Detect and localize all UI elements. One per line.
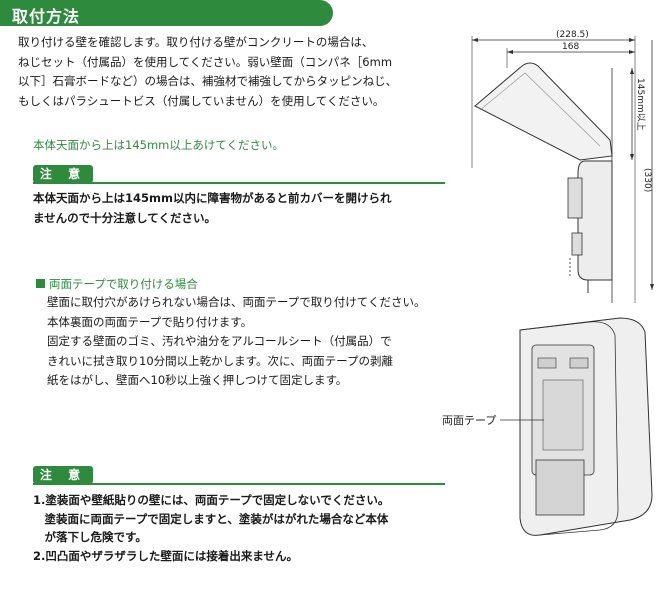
caution-rule	[33, 182, 445, 184]
dim-height-label: (330)	[642, 168, 652, 192]
tape-line: 紙をはがし、壁面へ10秒以上強く押しつけて固定します。	[47, 373, 348, 387]
caution-text: 本体天面から上は145mm以内に障害物があると前カバーを開けられ ませんので十分…	[33, 189, 391, 228]
caution-line: 本体天面から上は145mm以内に障害物があると前カバーを開けられ	[33, 191, 392, 205]
tape-line: 壁面に取付穴があけられない場合は、両面テープで取り付けてください。	[47, 295, 426, 309]
caution-line: 2.凹凸面やザラザラした壁面には接着出来ません。	[33, 548, 299, 563]
intro-line: 取り付ける壁を確認します。取り付ける壁がコンクリートの場合は、	[18, 35, 374, 49]
caution-badge: 注 意	[33, 165, 93, 183]
tape-section-heading: 両面テープで取り付ける場合	[36, 276, 198, 292]
caution-badge-2: 注 意	[33, 466, 93, 484]
side-view-diagram: (228.5) 168 145mm以上 (330)	[471, 30, 654, 303]
caution-line: 塗装面に両面テープで固定しますと、塗装がはがれた場合など本体	[33, 511, 389, 526]
caution-line: が落下し危険です。	[33, 530, 147, 544]
section-header-band: 取付方法	[0, 0, 333, 26]
dim-clearance-label: 145mm以上	[635, 78, 646, 131]
caution-line: 1.塗装面や壁紙貼りの壁には、両面テープで固定しないでください。	[33, 493, 390, 507]
intro-paragraph: 取り付ける壁を確認します。取り付ける壁がコンクリートの場合は、 ねじセット（付属…	[18, 33, 397, 111]
clearance-note: 本体天面から上は145mm以上あけてください。	[33, 138, 285, 152]
dim-depth-label: 168	[562, 42, 579, 52]
dim-overall-label: (228.5)	[556, 30, 589, 40]
square-bullet-icon	[36, 279, 45, 288]
tape-section-title: 両面テープで取り付ける場合	[49, 277, 198, 291]
back-view-diagram: 両面テープ	[442, 317, 653, 536]
intro-line: 以下］石膏ボードなど）の場合は、補強材で補強してからタッピンねじ、	[18, 74, 398, 88]
tape-callout-label: 両面テープ	[442, 414, 496, 427]
tape-line: 本体裏面の両面テープで貼り付けます。	[47, 314, 253, 329]
tape-section-body: 壁面に取付穴があけられない場合は、両面テープで取り付けてください。 本体裏面の両…	[47, 293, 425, 391]
tape-line: 固定する壁面のゴミ、汚れや油分をアルコールシート（付属品）で	[47, 334, 392, 348]
intro-line: もしくはパラシュートビス（付属していません）を使用してください。	[18, 93, 385, 108]
intro-line: ねじセット（付属品）を使用してください。弱い壁面（コンパネ［6mm	[18, 54, 393, 69]
section-title: 取付方法	[12, 7, 81, 26]
caution-line: ませんので十分注意してください。	[33, 210, 216, 225]
caution-text-2: 1.塗装面や壁紙貼りの壁には、両面テープで固定しないでください。 塗装面に両面テ…	[33, 491, 389, 565]
caution-rule-2	[33, 483, 445, 485]
tape-line: きれいに拭き取り10分間以上乾かします。次に、両面テープの剥離	[47, 353, 393, 368]
